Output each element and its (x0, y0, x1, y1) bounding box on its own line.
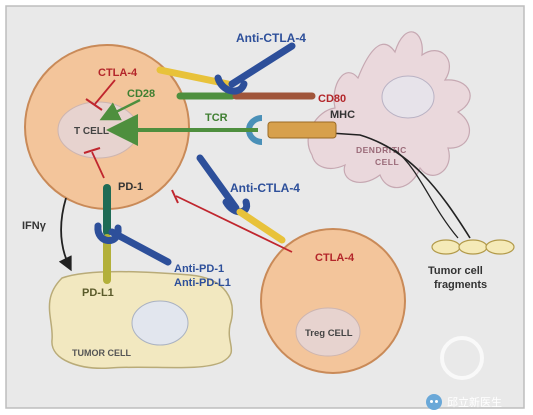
cd28-label: CD28 (127, 88, 155, 100)
cd28-signal-arrow (99, 98, 141, 121)
mhc-label: MHC (330, 109, 355, 121)
ifn-arrow (58, 197, 72, 272)
fragments-label-1: Tumor cell (428, 265, 483, 277)
t-cell-label: T CELL (74, 126, 109, 137)
anti-pdl1-label: Anti-PD-L1 (174, 277, 231, 289)
watermark: 邱立新医生 (426, 392, 531, 412)
anti-ctla4-antibody-top (214, 42, 296, 95)
pd1-inhibit-line (91, 151, 105, 179)
anti-pd1-antibody (94, 222, 172, 266)
tumor-cell-label: TUMOR CELL (72, 348, 131, 358)
ctla4-tcell-label: CTLA-4 (98, 67, 138, 79)
ctla4-treg-receptor (236, 208, 286, 244)
ctla4-treg-label: CTLA-4 (315, 252, 355, 264)
treg-inhibit-bar (171, 189, 179, 204)
antigen-uptake-line (281, 124, 471, 239)
dendritic-nucleus (381, 75, 435, 119)
cd80-label: CD80 (318, 93, 346, 105)
ifn-label: IFNγ (22, 220, 47, 232)
watermark-logo (440, 336, 484, 380)
pdl1-label: PD-L1 (82, 287, 114, 299)
treg-inhibit-line (175, 195, 293, 253)
ctla4-inhibit-bar (85, 98, 103, 111)
ctla4-inhibit-line (94, 79, 116, 105)
fragments-label-2: fragments (434, 279, 487, 291)
dendritic-label-1: DENDRITIC (356, 145, 407, 155)
pd1-inhibit-bar (83, 147, 101, 154)
pd1-label: PD-1 (118, 181, 143, 193)
anti-ctla4-mid-label: Anti-CTLA-4 (230, 181, 300, 195)
treg-label: Treg CELL (305, 328, 353, 339)
tcr-label: TCR (205, 112, 228, 124)
treg-nucleus (295, 307, 361, 357)
watermark-text: 邱立新医生 (447, 396, 502, 409)
wechat-icon (426, 394, 442, 410)
dendritic-label-2: CELL (375, 157, 399, 167)
tumor-fragments (431, 239, 515, 255)
tumor-nucleus (131, 300, 189, 346)
antigen-uptake-line-2 (394, 149, 459, 239)
mhc-receptor (267, 121, 337, 139)
anti-pd1-label: Anti-PD-1 (174, 263, 224, 275)
anti-ctla4-top-label: Anti-CTLA-4 (236, 31, 306, 45)
